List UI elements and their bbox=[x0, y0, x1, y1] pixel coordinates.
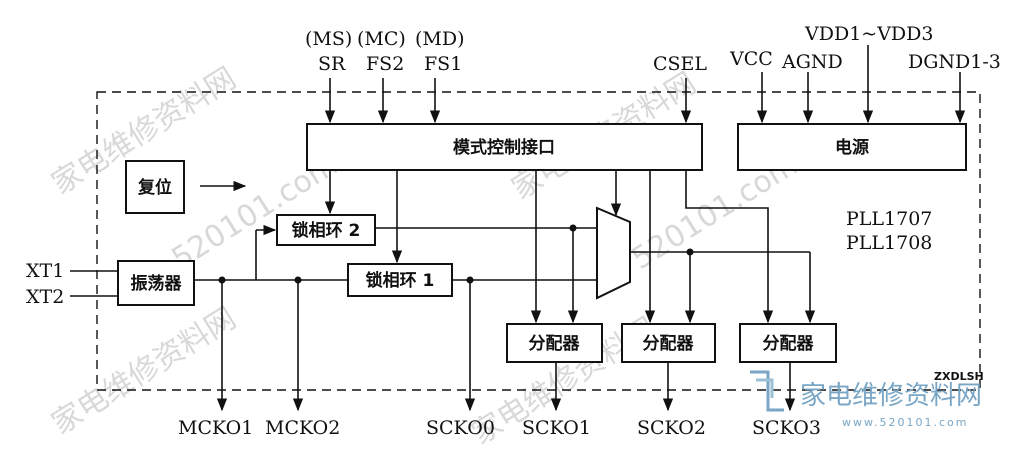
pin-mcko2: MCKO2 bbox=[265, 417, 340, 439]
pin-scko2: SCKO2 bbox=[637, 417, 706, 439]
site-logo: 家电维修资料网 www.520101.com bbox=[750, 370, 982, 429]
oscillator-block bbox=[117, 260, 195, 306]
pin-ms: (MS) bbox=[305, 28, 352, 50]
pin-scko3: SCKO3 bbox=[752, 417, 821, 439]
pll1-block bbox=[347, 263, 453, 297]
pin-fs2: FS2 bbox=[366, 53, 404, 75]
pll2-block bbox=[276, 214, 376, 246]
distributor-3-label: 分配器 bbox=[763, 334, 815, 354]
power-label: 电源 bbox=[835, 137, 869, 158]
mode-control-label: 模式控制接口 bbox=[453, 137, 555, 158]
multiplexer bbox=[596, 206, 631, 300]
logo-url-text: www.520101.com bbox=[842, 416, 968, 429]
pin-dgnd: DGND1-3 bbox=[908, 51, 1001, 73]
part-number-1: PLL1707 bbox=[846, 208, 932, 230]
pin-mcko1: MCKO1 bbox=[178, 417, 253, 439]
pin-xt1: XT1 bbox=[26, 260, 64, 282]
distributor-3 bbox=[739, 323, 837, 363]
pin-sr: SR bbox=[318, 53, 346, 75]
pin-agnd: AGND bbox=[781, 51, 843, 73]
logo-brand-text: 家电维修资料网 bbox=[800, 381, 982, 411]
distributor-1-label: 分配器 bbox=[529, 334, 581, 354]
distributor-2 bbox=[621, 323, 716, 363]
pll2-label: 锁相环 2 bbox=[292, 220, 361, 241]
pin-scko1: SCKO1 bbox=[522, 417, 591, 439]
reset-block bbox=[125, 160, 185, 214]
pin-vdd: VDD1~VDD3 bbox=[804, 23, 933, 45]
distributor-2-label: 分配器 bbox=[643, 334, 695, 354]
mode-control-block bbox=[306, 123, 703, 171]
part-number-2: PLL1708 bbox=[846, 232, 932, 254]
power-block bbox=[737, 123, 967, 171]
pin-mc: (MC) bbox=[357, 28, 406, 50]
code-label: ZXDLSH bbox=[934, 370, 984, 383]
pin-csel: CSEL bbox=[653, 53, 707, 75]
oscillator-label: 振荡器 bbox=[131, 273, 183, 294]
reset-label: 复位 bbox=[137, 177, 172, 198]
pin-fs1: FS1 bbox=[424, 53, 462, 75]
pll1-label: 锁相环 1 bbox=[366, 270, 435, 291]
distributor-1 bbox=[506, 323, 603, 363]
pin-md: (MD) bbox=[415, 28, 465, 50]
pin-xt2: XT2 bbox=[26, 286, 64, 308]
pin-vcc: VCC bbox=[729, 48, 773, 70]
pin-scko0: SCKO0 bbox=[426, 417, 495, 439]
